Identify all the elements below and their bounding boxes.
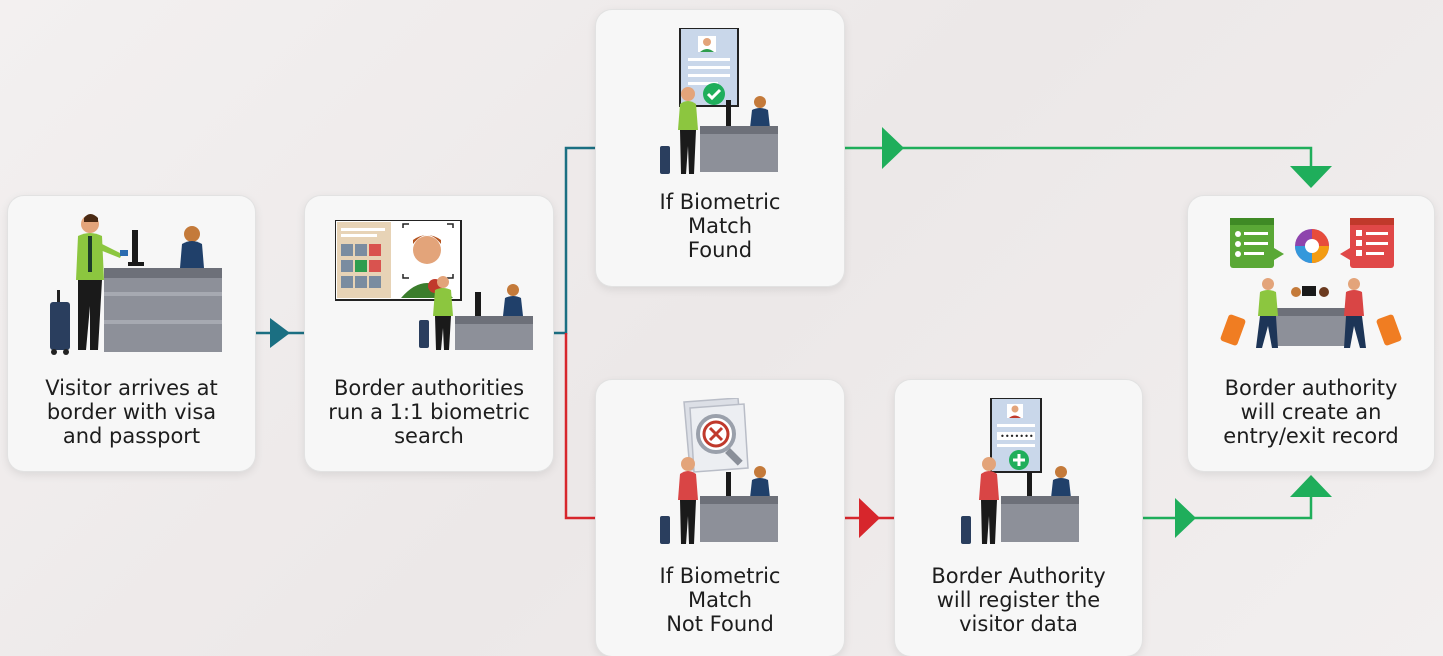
arrow-up-record <box>1290 475 1332 497</box>
logo-icon <box>1295 229 1329 263</box>
step-label-record: Border authority will create an entry/ex… <box>1223 376 1399 448</box>
doc-check-icon <box>660 28 778 174</box>
step-card-not-found: If Biometric Match Not Found <box>596 380 844 656</box>
step-card-register: ••••••• Border Authority will register t… <box>895 380 1142 656</box>
step-card-search: Border authorities run a 1:1 biometric s… <box>305 196 553 471</box>
arrow-register <box>1175 498 1196 538</box>
step-label-not-found: If Biometric Match Not Found <box>659 564 781 636</box>
step-label-found: If Biometric Match Found <box>659 190 781 262</box>
doc-add-icon: ••••••• <box>961 398 1079 544</box>
luggage-icon <box>1220 314 1402 346</box>
step-card-found: If Biometric Match Found <box>596 10 844 286</box>
step-label-search: Border authorities run a 1:1 biometric s… <box>328 376 530 448</box>
arrow-arrive-search <box>270 318 290 348</box>
arrow-down-record <box>1290 166 1332 188</box>
arrow-notfound-register <box>859 498 880 538</box>
svg-text:•••••••: ••••••• <box>1000 432 1034 441</box>
checklist-icon <box>1220 218 1402 348</box>
connector-register-record <box>1142 485 1313 520</box>
face-scan-icon <box>335 220 533 350</box>
step-label-register: Border Authority will register the visit… <box>931 564 1106 636</box>
traveler-at-desk-icon <box>50 214 222 355</box>
step-label-arrive: Visitor arrives at border with visa and … <box>45 376 218 448</box>
connector-found-record <box>844 146 1313 175</box>
step-card-arrive: Visitor arrives at border with visa and … <box>8 196 255 471</box>
connector-search-found <box>553 146 596 335</box>
connector-search-notfound <box>564 333 596 520</box>
step-card-record: Border authority will create an entry/ex… <box>1188 196 1434 471</box>
doc-reject-icon <box>660 398 778 544</box>
arrow-found <box>882 127 904 169</box>
